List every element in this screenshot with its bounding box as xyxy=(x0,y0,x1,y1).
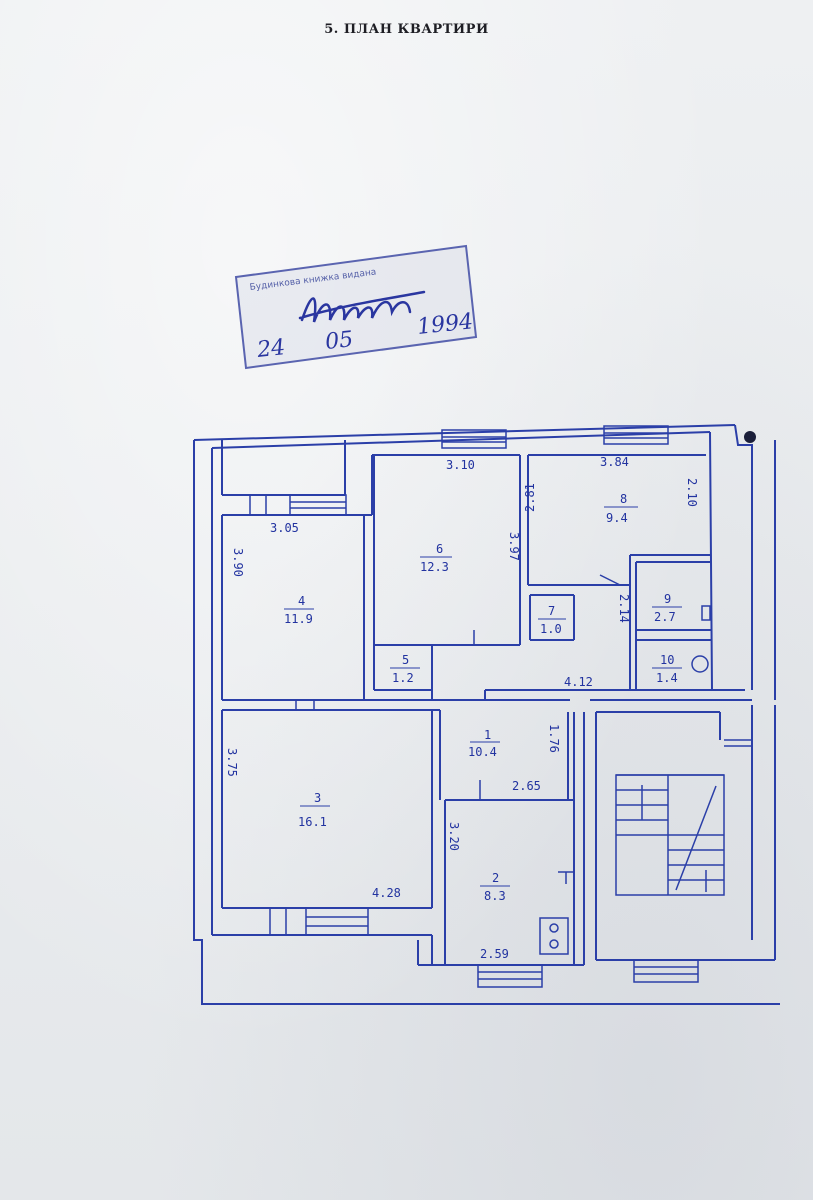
walls xyxy=(193,424,780,1005)
room-6-number: 6 xyxy=(436,542,443,556)
room-1-number: 1 xyxy=(484,728,491,742)
room-10-number: 10 xyxy=(660,653,674,667)
room-1-area: 10.4 xyxy=(468,745,497,759)
dim-room6-depth: 3.97 xyxy=(507,532,521,561)
stamp-year: 1994 xyxy=(416,309,474,340)
room-9-area: 2.7 xyxy=(654,610,676,624)
room-10-area: 1.4 xyxy=(656,671,678,685)
dim-room8-width: 3.84 xyxy=(600,455,629,469)
stamp: Будинкова книжка видана 24 05 1994 xyxy=(234,244,478,370)
room-9: 9 2.7 xyxy=(652,592,682,624)
room-3-area: 16.1 xyxy=(298,815,327,829)
fixtures xyxy=(539,605,711,955)
dim-room3-width: 4.28 xyxy=(372,886,401,900)
dim-room4-width: 3.05 xyxy=(270,521,299,535)
room-8: 8 9.4 xyxy=(604,492,638,525)
dim-room8-right-depth: 2.10 xyxy=(685,478,699,507)
room-2: 2 8.3 xyxy=(480,871,510,903)
room-4-area: 11.9 xyxy=(284,612,313,626)
dim-room1-width: 2.65 xyxy=(512,779,541,793)
dim-hall-depth: 2.14 xyxy=(617,594,631,623)
dim-room3-depth: 3.75 xyxy=(225,748,239,777)
room-10: 10 1.4 xyxy=(652,653,682,685)
dim-room6-width: 3.10 xyxy=(446,458,475,472)
room-7: 7 1.0 xyxy=(538,604,566,636)
room-labels: 1 10.4 2 8.3 3 16.1 4 11.9 5 xyxy=(284,492,682,903)
dim-room2-width: 2.59 xyxy=(480,947,509,961)
dim-room4-depth: 3.90 xyxy=(231,548,245,577)
room-4: 4 11.9 xyxy=(284,594,314,626)
room-1: 1 10.4 xyxy=(468,728,500,759)
room-8-number: 8 xyxy=(620,492,627,506)
room-5-area: 1.2 xyxy=(392,671,414,685)
room-5-number: 5 xyxy=(402,653,409,667)
room-3: 3 16.1 xyxy=(298,791,330,829)
document-title: 5. ПЛАН КВАРТИРИ xyxy=(324,22,489,37)
room-7-area: 1.0 xyxy=(540,622,562,636)
dim-room2-depth: 3.20 xyxy=(447,822,461,851)
room-8-area: 9.4 xyxy=(606,511,628,525)
stamp-month: 05 xyxy=(324,327,354,355)
room-2-area: 8.3 xyxy=(484,889,506,903)
entrance-marker xyxy=(744,431,756,443)
room-6: 6 12.3 xyxy=(420,542,452,574)
dim-room8-left-depth: 2.81 xyxy=(523,483,537,512)
dim-room1-depth: 1.76 xyxy=(547,724,561,753)
room-2-number: 2 xyxy=(492,871,499,885)
windows xyxy=(249,425,752,988)
dimensions: 3.10 3.84 3.05 3.97 2.81 2.10 3.90 2.14 … xyxy=(225,455,699,961)
staircase xyxy=(615,774,725,896)
room-5: 5 1.2 xyxy=(390,653,420,685)
room-7-number: 7 xyxy=(548,604,555,618)
signature xyxy=(298,290,426,323)
room-4-number: 4 xyxy=(298,594,305,608)
room-3-number: 3 xyxy=(314,791,321,805)
stamp-day: 24 xyxy=(255,335,286,363)
room-9-number: 9 xyxy=(664,592,671,606)
room-6-area: 12.3 xyxy=(420,560,449,574)
dim-corridor-length: 4.12 xyxy=(564,675,593,689)
